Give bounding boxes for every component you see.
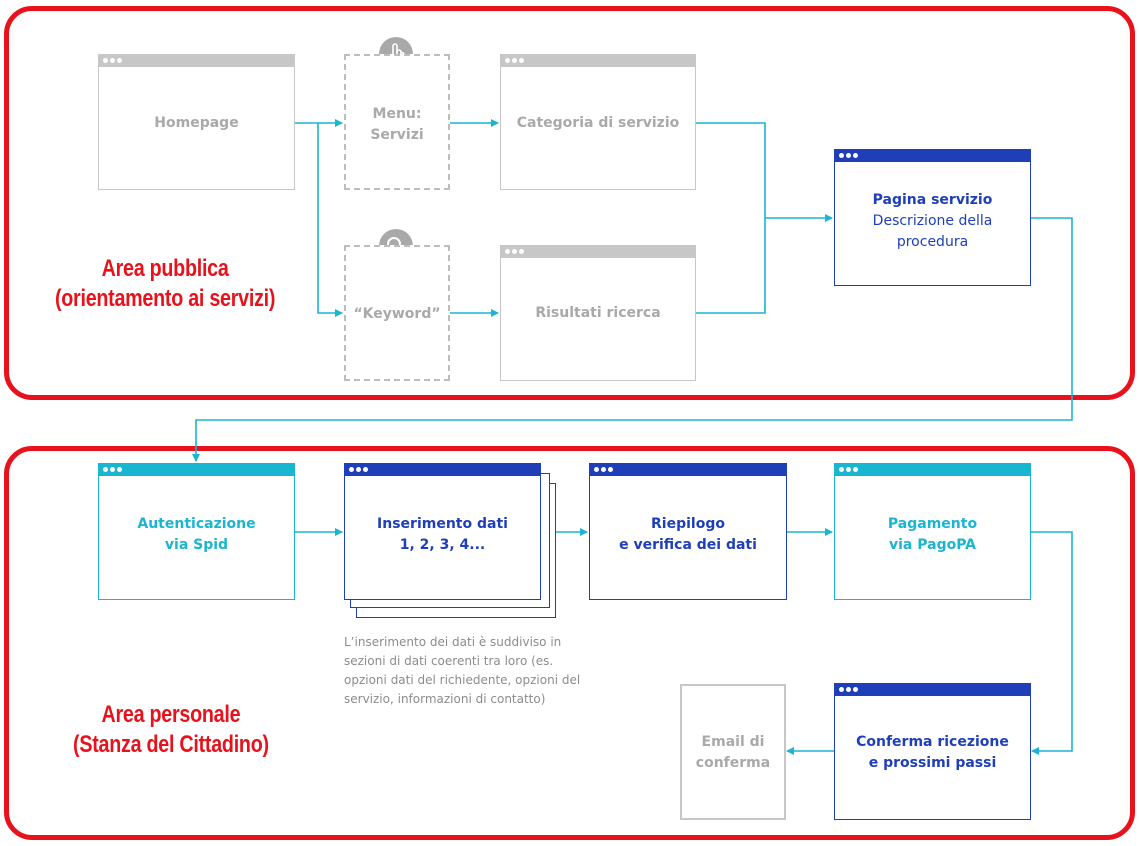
homepage-window: Homepage bbox=[98, 54, 295, 190]
autenticazione-window: Autenticazione via Spid bbox=[98, 463, 295, 600]
auth-line2: via Spid bbox=[164, 537, 229, 553]
riepilogo-window: Riepilogo e verifica dei dati bbox=[589, 463, 787, 600]
note-line4: servizio, informazioni di contatto) bbox=[344, 692, 546, 706]
note-line2: sezioni di dati coerenti tra loro (es. bbox=[344, 654, 554, 668]
window-dots-icon bbox=[349, 467, 370, 473]
pagina-line2: Descrizione della bbox=[872, 213, 993, 229]
riepilogo-line2: e verifica dei dati bbox=[619, 537, 757, 553]
pagamento-window: Pagamento via PagoPA bbox=[834, 463, 1031, 600]
note-line1: L’inserimento dei dati è suddiviso in bbox=[344, 635, 562, 649]
arrow-homepage-keyword bbox=[317, 123, 343, 317]
public-area-frame bbox=[4, 6, 1135, 400]
personal-area-frame bbox=[4, 446, 1135, 840]
keyword-box: “Keyword” bbox=[344, 245, 450, 381]
conferma-line1: Conferma ricezione bbox=[856, 734, 1009, 750]
personal-area-label: Area personale (Stanza del Cittadino) bbox=[52, 700, 290, 760]
auth-line1: Autenticazione bbox=[137, 516, 256, 532]
risultati-label: Risultati ricerca bbox=[535, 305, 661, 321]
window-dots-icon bbox=[505, 58, 526, 64]
email-line1: Email di bbox=[701, 734, 765, 750]
menu-servizi-box: Menu: Servizi bbox=[344, 54, 450, 190]
menu-label-line1: Menu: bbox=[372, 106, 422, 122]
arrow-pagamento-conferma bbox=[1031, 531, 1073, 755]
public-area-label: Area pubblica (orientamento ai servizi) bbox=[38, 254, 292, 314]
keyword-label: “Keyword” bbox=[353, 306, 441, 322]
categoria-label: Categoria di servizio bbox=[516, 115, 680, 131]
public-area-label-line2: (orientamento ai servizi) bbox=[54, 285, 276, 312]
personal-area-label-line2: (Stanza del Cittadino) bbox=[73, 731, 269, 758]
arrow-pagina-auth bbox=[192, 217, 1073, 462]
window-dots-icon bbox=[839, 467, 860, 473]
categoria-window: Categoria di servizio bbox=[500, 54, 696, 190]
window-dots-icon bbox=[594, 467, 615, 473]
arrow-categoria-pagina bbox=[695, 122, 766, 314]
window-dots-icon bbox=[505, 249, 526, 255]
window-dots-icon bbox=[103, 58, 124, 64]
pagina-servizio-window: Pagina servizio Descrizione della proced… bbox=[834, 149, 1031, 286]
public-area-label-line1: Area pubblica bbox=[101, 255, 229, 282]
inserimento-window: Inserimento dati 1, 2, 3, 4... bbox=[344, 463, 541, 600]
pagamento-line2: via PagoPA bbox=[888, 537, 977, 553]
pagina-line3: procedura bbox=[896, 234, 969, 250]
pagamento-line1: Pagamento bbox=[887, 516, 978, 532]
personal-area-label-line1: Area personale bbox=[101, 701, 241, 728]
window-dots-icon bbox=[103, 467, 124, 473]
riepilogo-line1: Riepilogo bbox=[651, 516, 725, 532]
inserimento-line2: 1, 2, 3, 4... bbox=[399, 537, 486, 553]
inserimento-note: L’inserimento dei dati è suddiviso in se… bbox=[344, 633, 644, 709]
risultati-window: Risultati ricerca bbox=[500, 245, 696, 381]
email-conferma-box: Email di conferma bbox=[680, 684, 786, 820]
conferma-window: Conferma ricezione e prossimi passi bbox=[834, 683, 1031, 820]
window-dots-icon bbox=[839, 687, 860, 693]
homepage-label: Homepage bbox=[154, 115, 239, 131]
pagina-title: Pagina servizio bbox=[872, 192, 993, 208]
window-dots-icon bbox=[839, 153, 860, 159]
conferma-line2: e prossimi passi bbox=[868, 755, 997, 771]
inserimento-line1: Inserimento dati bbox=[377, 516, 508, 532]
note-line3: opzioni dati del richiedente, opzioni de… bbox=[344, 673, 581, 687]
email-line2: conferma bbox=[695, 755, 771, 771]
menu-label-line2: Servizi bbox=[370, 127, 424, 143]
